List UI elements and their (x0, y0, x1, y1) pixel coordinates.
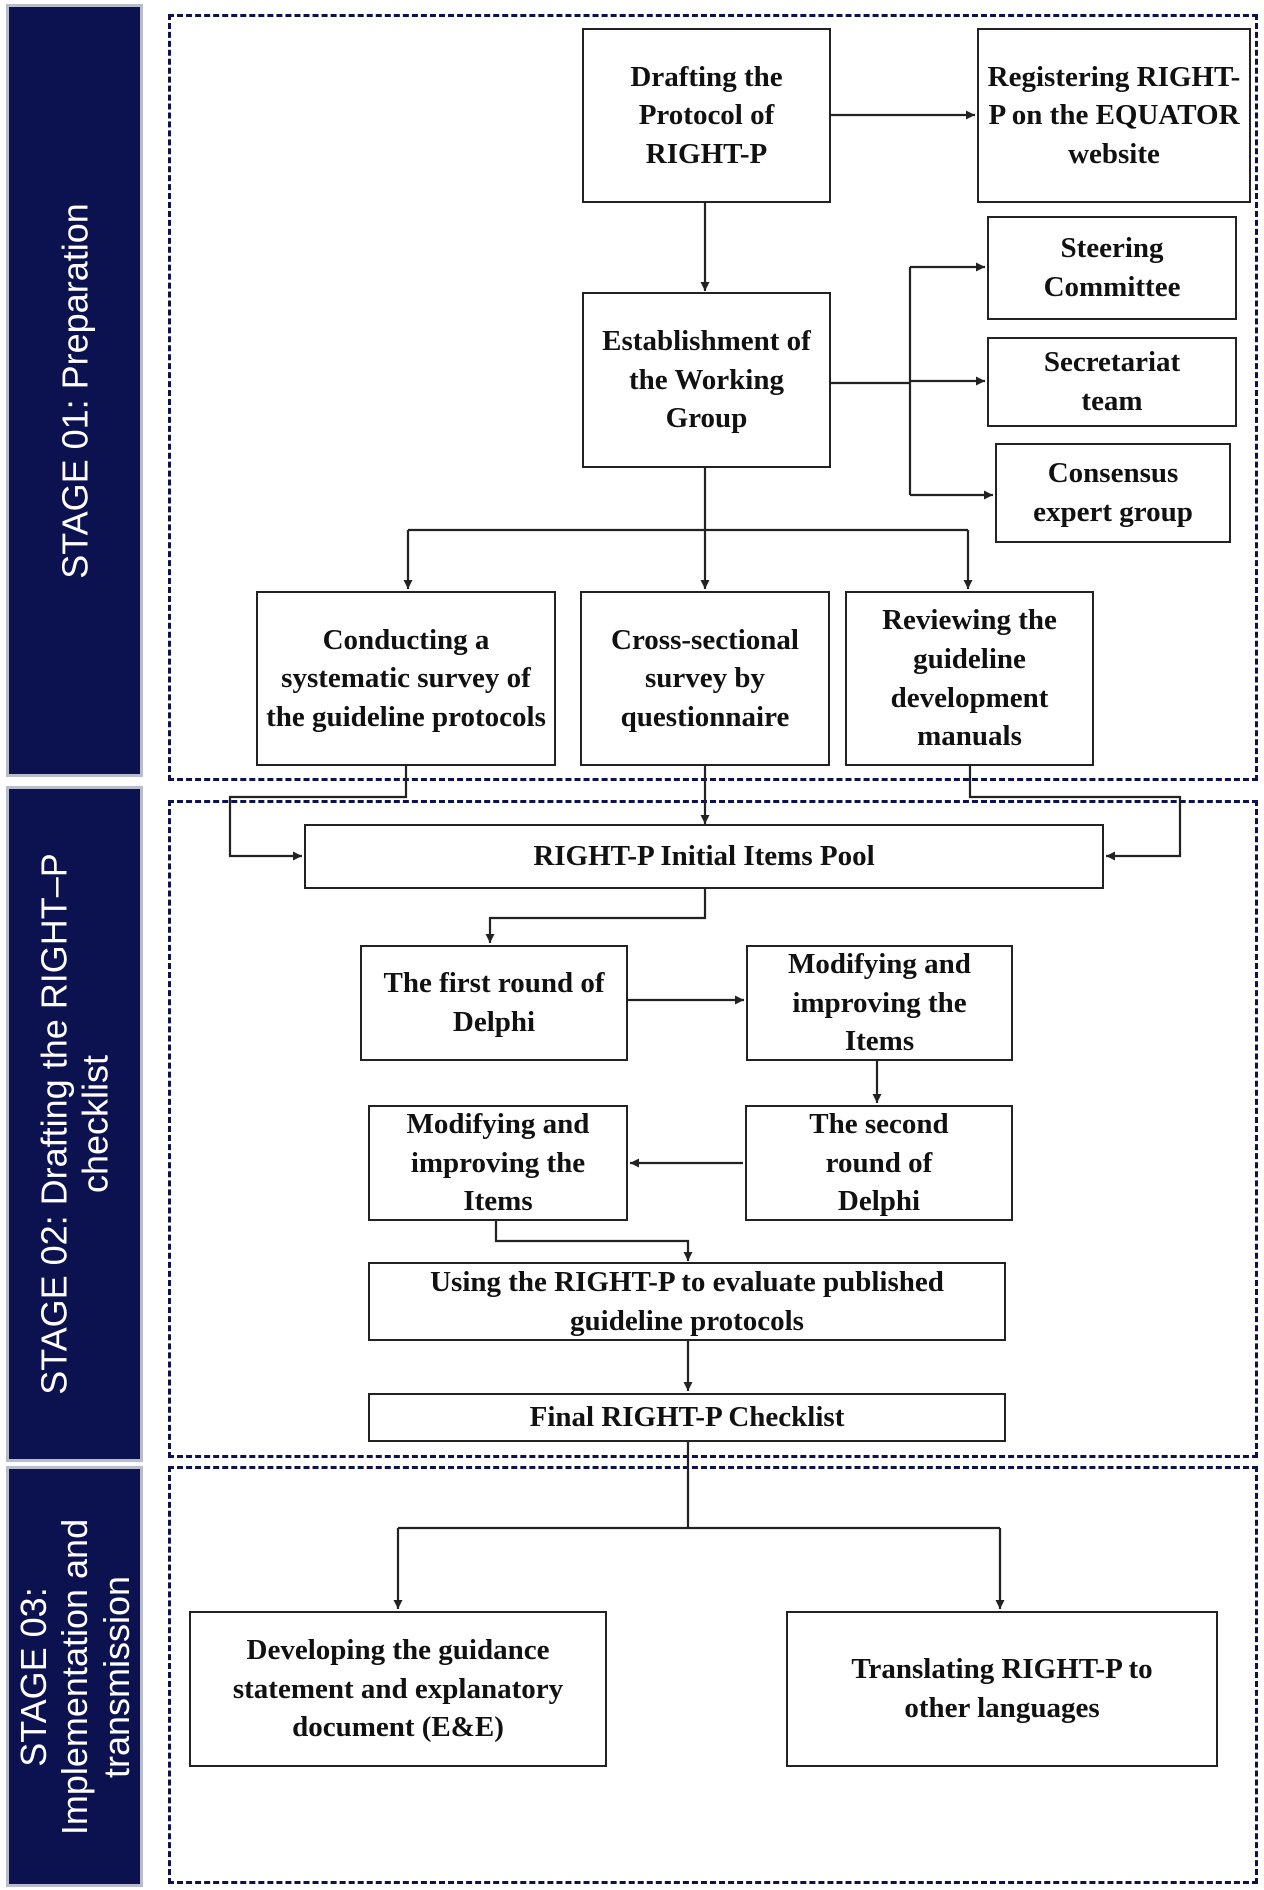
reviewing-manuals-box: Reviewing the guideline development manu… (845, 591, 1094, 766)
second-delphi-box: The second round of Delphi (745, 1105, 1013, 1221)
first-delphi-box: The first round of Delphi (360, 945, 628, 1061)
cross-sectional-survey-box: Cross-sectional survey by questionnaire (580, 591, 830, 766)
final-checklist-box: Final RIGHT-P Checklist (368, 1393, 1006, 1442)
stage-03-frame (168, 1466, 1258, 1884)
stage-03-bar: STAGE 03: Implementation and transmissio… (6, 1466, 143, 1887)
systematic-survey-box: Conducting a systematic survey of the gu… (256, 591, 556, 766)
stage-02-bar: STAGE 02: Drafting the RIGHT–P checklist (6, 786, 143, 1462)
arrow-modify-to-evaluate (494, 1221, 693, 1261)
secretariat-team-box: Secretariat team (987, 337, 1237, 427)
guidance-statement-box: Developing the guidance statement and ex… (189, 1611, 607, 1767)
initial-items-pool-box: RIGHT-P Initial Items Pool (304, 824, 1104, 889)
arrow-reviewing-to-pool (968, 766, 1182, 861)
drafting-protocol-box: Drafting the Protocol of RIGHT-P (582, 28, 831, 203)
arrow-pool-to-first-delphi (485, 889, 707, 943)
translating-box: Translating RIGHT-P to other languages (786, 1611, 1218, 1767)
working-group-box: Establishment of the Working Group (582, 292, 831, 468)
consensus-expert-group-box: Consensus expert group (995, 443, 1231, 543)
stage-01-bar: STAGE 01: Preparation (6, 4, 143, 777)
registering-box: Registering RIGHT-P on the EQUATOR websi… (977, 28, 1251, 203)
steering-committee-box: Steering Committee (987, 216, 1237, 320)
stage-01-frame (168, 14, 1258, 781)
arrow-systematic-to-pool (228, 766, 408, 861)
modify-items-1-box: Modifying and improving the Items (746, 945, 1013, 1061)
modify-items-2-box: Modifying and improving the Items (368, 1105, 628, 1221)
stage-02-frame (168, 800, 1258, 1458)
evaluate-protocols-box: Using the RIGHT-P to evaluate published … (368, 1262, 1006, 1341)
